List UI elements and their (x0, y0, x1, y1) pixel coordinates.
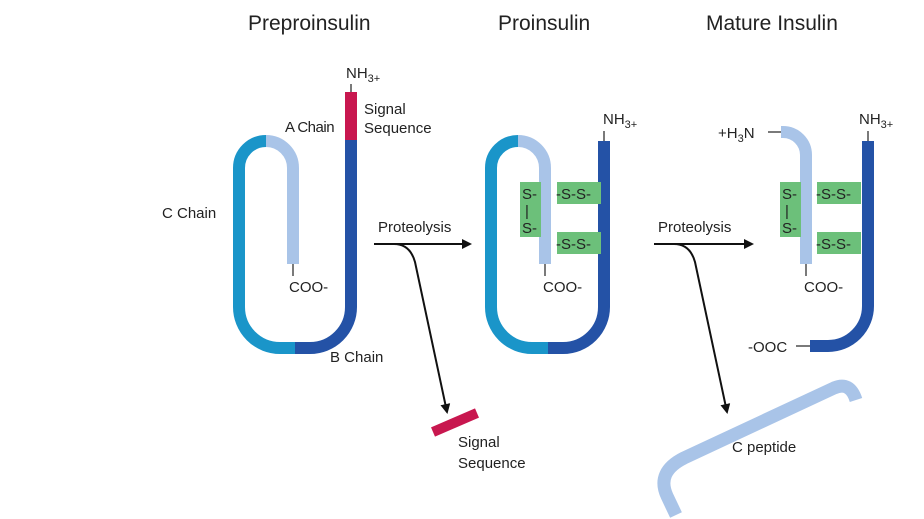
mature-nh3-label: NH3+ (859, 111, 893, 131)
disulfide-box-1 (557, 182, 601, 204)
disulfide-bond-2-label: -S-S- (556, 236, 591, 253)
b-chain (810, 141, 874, 352)
c-peptide-release-arrow (673, 243, 731, 414)
a-chain (265, 135, 299, 264)
proteolysis-label-1: Proteolysis (378, 219, 451, 236)
intra-s-bond: | (785, 203, 789, 220)
proinsulin-coo-label: COO- (543, 279, 582, 296)
b-chain-label: B Chain (330, 349, 383, 366)
released-signal-label-line1: Signal (458, 434, 500, 451)
c-chain (485, 135, 548, 354)
released-signal-sequence (431, 408, 479, 437)
b-chain (548, 141, 610, 354)
preproinsulin-coo-label: COO- (289, 279, 328, 296)
proteolysis-label-2: Proteolysis (658, 219, 731, 236)
disulfide-box-intra (520, 182, 541, 237)
disulfide-box-2 (557, 232, 601, 254)
preproinsulin-nh3-label: NH3+ (346, 65, 380, 85)
title-preproinsulin: Preproinsulin (248, 12, 371, 35)
title-mature-insulin: Mature Insulin (706, 12, 838, 35)
mature-coo-label: COO- (804, 279, 843, 296)
intra-s-top: S- (522, 186, 537, 203)
proinsulin-molecule (485, 131, 610, 354)
mature-h3n-label: +H3N (718, 125, 755, 145)
proinsulin-nh3-label: NH3+ (603, 111, 637, 131)
intra-s-top: S- (782, 186, 797, 203)
c-chain-label: C Chain (162, 205, 216, 222)
a-chain (781, 126, 812, 264)
disulfide-bond-2-label: -S-S- (816, 236, 851, 253)
signal-release-arrow (393, 243, 451, 414)
released-signal-label-line2: Sequence (458, 455, 526, 472)
a-chain-label: A Chain (285, 119, 334, 136)
disulfide-box-intra (780, 182, 801, 237)
c-peptide-label: C peptide (732, 439, 796, 456)
disulfide-box-1 (817, 182, 861, 204)
intra-s-bond: | (525, 203, 529, 220)
b-chain (295, 140, 357, 354)
signal-sequence-label-line1: Signal (364, 101, 406, 118)
intra-s-bottom: S- (782, 220, 797, 237)
signal-sequence-label-line2: Sequence (364, 120, 432, 137)
c-chain (233, 135, 295, 354)
a-chain (517, 135, 551, 264)
title-proinsulin: Proinsulin (498, 12, 590, 35)
disulfide-box-2 (817, 232, 861, 254)
disulfide-bond-1-label: -S-S- (556, 186, 591, 203)
disulfide-bond-1-label: -S-S- (816, 186, 851, 203)
preproinsulin-molecule (233, 84, 357, 354)
intra-s-bottom: S- (522, 220, 537, 237)
mature-insulin-molecule (768, 126, 874, 352)
released-c-peptide (657, 379, 863, 518)
mature-ooc-label: -OOC (748, 339, 787, 356)
